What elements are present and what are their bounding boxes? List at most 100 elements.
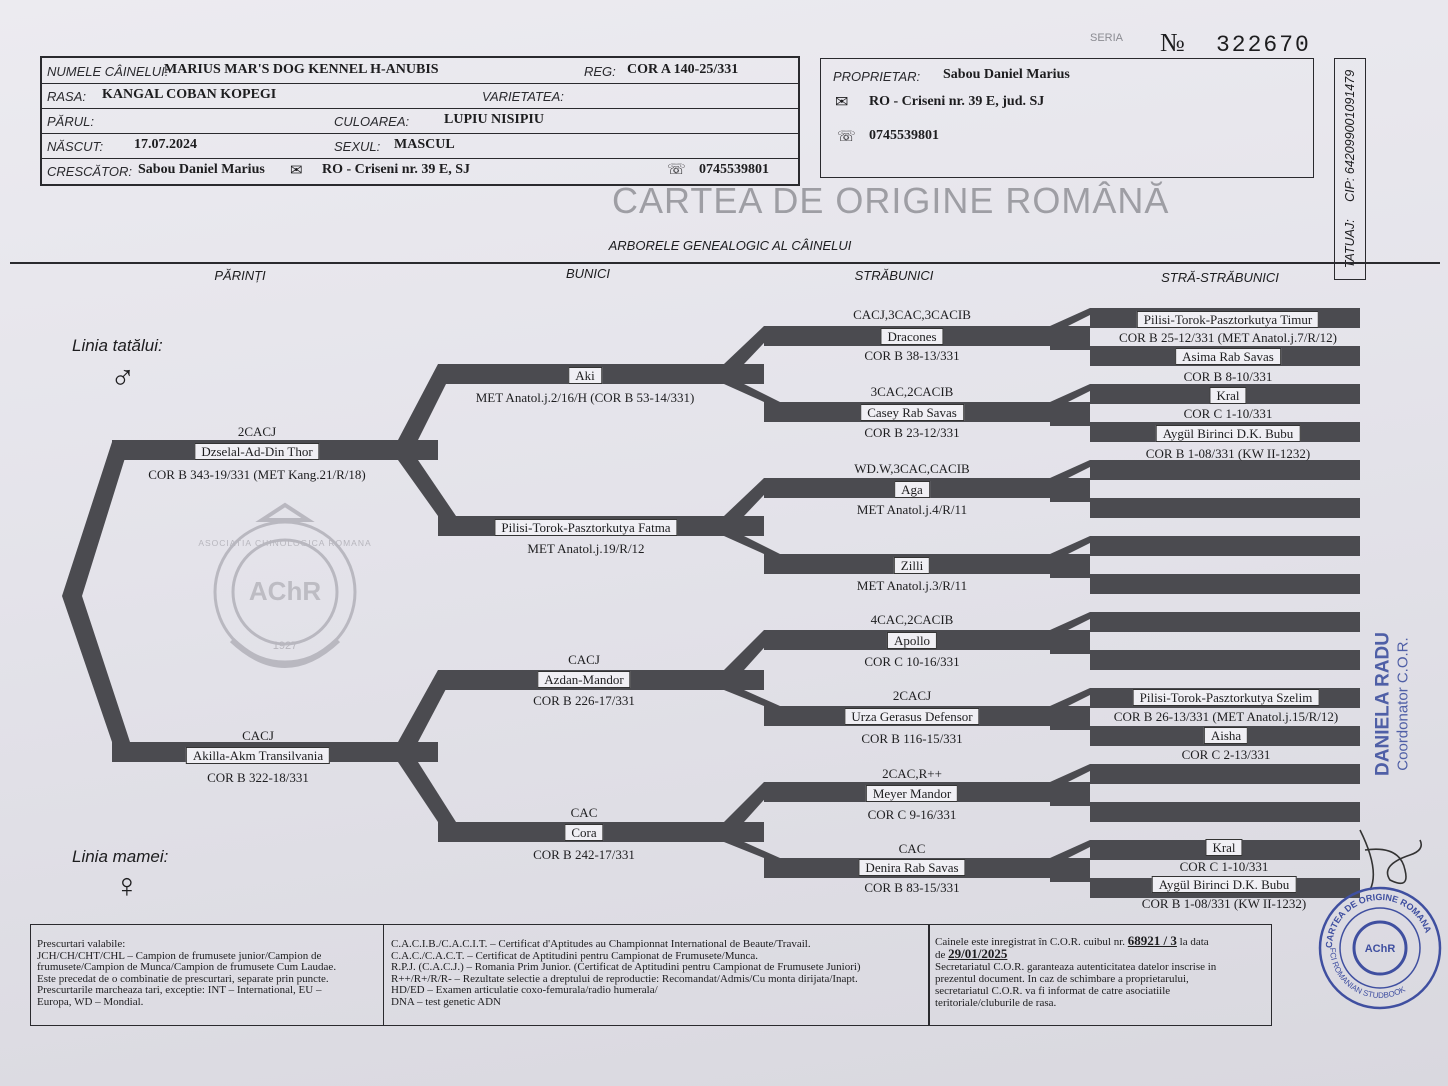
header-great-grandparents: STRĂBUNICI: [854, 268, 934, 283]
gg1-title: CACJ,3CAC,3CACIB: [853, 307, 971, 322]
registration-line: Cainele este inregistrat în C.O.R. cuibu…: [935, 936, 1126, 948]
ggg15-reg: COR C 1-10/331: [1179, 859, 1269, 874]
breed-value: KANGAL COBAN KOPEGI: [102, 87, 277, 102]
gg8-name: Denira Rab Savas: [858, 859, 966, 876]
gg2-reg: COR B 23-12/331: [864, 425, 960, 440]
breeder-label: CRESCĂTOR:: [47, 164, 132, 179]
dog-info-box: NUMELE CÂINELUI: MARIUS MAR'S DOG KENNEL…: [40, 56, 800, 186]
g2-name: Pilisi-Torok-Pasztorkutya Fatma: [494, 519, 678, 536]
mother-line-label: Linia mamei:: [72, 847, 169, 866]
seria-label: SERIA: [1090, 32, 1124, 44]
p1-reg: COR B 343-19/331 (MET Kang.21/R/18): [148, 467, 366, 482]
header-great-great-grandparents: STRĂ-STRĂBUNICI: [1161, 270, 1279, 285]
legend-mid: C.A.C.I.B./C.A.C.I.T. – Certificat d'Apt…: [391, 938, 861, 1009]
legend-box: Prescurtari valabile: JCH/CH/CHT/CHL – C…: [30, 924, 930, 1026]
seal-initials: AChR: [248, 576, 322, 606]
seal-text: ASOCIATIA CHINOLOGICA ROMANA: [198, 538, 372, 548]
p2-name: Akilla-Akm Transilvania: [185, 747, 331, 764]
g4-reg: COR B 242-17/331: [533, 847, 635, 862]
owner-phone: 0745539801: [869, 128, 939, 143]
female-symbol-icon: ♀: [114, 868, 140, 905]
ggg4-reg: COR B 1-08/331 (KW II-1232): [1145, 446, 1311, 461]
father-line-label: Linia tatălui:: [72, 336, 163, 355]
breeder-address: RO - Criseni nr. 39 E, SJ: [322, 162, 471, 177]
legend-mid-line: R.P.J. (C.A.C.J.) – Romania Prim Junior.…: [391, 961, 861, 974]
p2-reg: COR B 322-18/331: [207, 770, 309, 785]
registration-line: de: [935, 949, 946, 961]
born-value: 17.07.2024: [134, 137, 197, 152]
ggg1-name: Pilisi-Torok-Pasztorkutya Timur: [1136, 311, 1320, 328]
gg3-name: Aga: [894, 481, 930, 498]
owner-box: PROPRIETAR: Sabou Daniel Marius ✉ RO - C…: [820, 58, 1314, 178]
signature-role: Coordonator C.O.R.: [1394, 637, 1412, 771]
registration-body-line: prezentul document. In caz de schimbare …: [935, 973, 1189, 985]
g4-title: CAC: [570, 805, 598, 820]
legend-mid-line: C.A.C./C.A.C.T. – Certificat de Aptitudi…: [391, 949, 759, 962]
registration-date: 29/01/2025: [948, 946, 1008, 961]
gg7-reg: COR C 9-16/331: [867, 807, 957, 822]
tattoo-box: TATUAJ: CIP: 642099001091479: [1334, 58, 1366, 280]
signature-scribble: [1359, 829, 1423, 891]
ggg16-name: Aygül Birinci D.K. Bubu: [1151, 876, 1297, 893]
ggg4-name: Aygül Birinci D.K. Bubu: [1155, 425, 1301, 442]
gg3-reg: MET Anatol.j.4/R/11: [856, 502, 968, 517]
registration-body-line: teritoriale/cluburile de rasa.: [935, 997, 1057, 1009]
name-label: NUMELE CÂINELUI:: [47, 64, 169, 79]
g1-name: Aki: [568, 367, 602, 384]
envelope-icon: ✉: [290, 163, 303, 179]
registration-box: Cainele este inregistrat în C.O.R. cuibu…: [928, 924, 1272, 1026]
registration-body-line: secretariatul C.O.R. va fi informat de c…: [935, 985, 1171, 997]
registration-body-line: Secretariatul C.O.R. garanteaza autentic…: [935, 961, 1217, 973]
male-symbol-icon: ♂: [110, 360, 136, 397]
envelope-icon: ✉: [835, 94, 849, 111]
seal-emblem: [213, 502, 357, 668]
seal-year: 1927: [272, 640, 298, 652]
registration-line: la data: [1179, 936, 1209, 948]
p2-title: CACJ: [242, 728, 274, 743]
p1-name: Dzselal-Ad-Din Thor: [194, 443, 320, 460]
g3-reg: COR B 226-17/331: [533, 693, 635, 708]
gg7-title: 2CAC,R++: [882, 766, 942, 781]
gg4-name: Zilli: [893, 557, 931, 574]
dog-name: MARIUS MAR'S DOG KENNEL H-ANUBIS: [164, 62, 439, 77]
ggg16-reg: COR B 1-08/331 (KW II-1232): [1141, 896, 1307, 911]
hair-label: PĂRUL:: [47, 114, 94, 129]
legend-left-line: frumusete/Campion de Munca/Campion de fr…: [37, 961, 337, 974]
sex-label: SEXUL:: [334, 139, 381, 154]
header-grandparents: BUNICI: [565, 266, 611, 281]
g1-reg: MET Anatol.j.2/16/H (COR B 53-14/331): [475, 390, 695, 405]
legend-mid-line: R++/R+/R/R- – Rezultate selectie a drept…: [391, 972, 858, 985]
legend-left-line: Prescurtari valabile:: [37, 938, 126, 950]
ggg15-name: Kral: [1205, 839, 1243, 856]
gg8-title: CAC: [898, 841, 926, 856]
reg-label: REG:: [584, 64, 616, 79]
p1-title: 2CACJ: [237, 424, 277, 439]
g3-title: CACJ: [568, 652, 600, 667]
ggg3-name: Kral: [1209, 387, 1247, 404]
legend-left-line: Prescurtarile marcheaza tari, exceptie: …: [37, 984, 322, 997]
cuib-number: 68921 / 3: [1127, 933, 1177, 948]
phone-icon: ☏: [837, 129, 856, 145]
document-subtitle: ARBORELE GENEALOGIC AL CÂINELUI: [608, 238, 852, 253]
legend-left-line: JCH/CH/CHT/CHL – Campion de frumusete ju…: [37, 949, 322, 962]
gg5-name: Apollo: [886, 632, 938, 649]
owner-address: RO - Criseni nr. 39 E, jud. SJ: [869, 94, 1045, 109]
owner-name: Sabou Daniel Marius: [943, 67, 1070, 82]
color-label: CULOAREA:: [334, 114, 410, 129]
signature-block: DANIELA RADU Coordonator C.O.R.: [1373, 632, 1412, 776]
gg5-reg: COR C 10-16/331: [864, 654, 960, 669]
stamp-initials: AChR: [1365, 943, 1396, 955]
ggg12-name: Aisha: [1203, 727, 1249, 744]
phone-icon: ☏: [667, 162, 686, 178]
g3-name: Azdan-Mandor: [537, 671, 631, 688]
reg-number: COR A 140-25/331: [627, 62, 739, 77]
round-stamp: CARTEA DE ORIGINE ROMANA FCI ROMANIAN ST…: [1318, 886, 1442, 1010]
g4-name: Cora: [564, 824, 604, 841]
gg8-reg: COR B 83-15/331: [864, 880, 960, 895]
gg6-title: 2CACJ: [892, 688, 932, 703]
variety-label: VARIETATEA:: [482, 89, 564, 104]
owner-label: PROPRIETAR:: [833, 69, 921, 84]
born-label: NĂSCUT:: [47, 139, 104, 154]
no-sign: №: [1160, 28, 1185, 57]
legend-mid-line: DNA – test genetic ADN: [391, 995, 501, 1008]
